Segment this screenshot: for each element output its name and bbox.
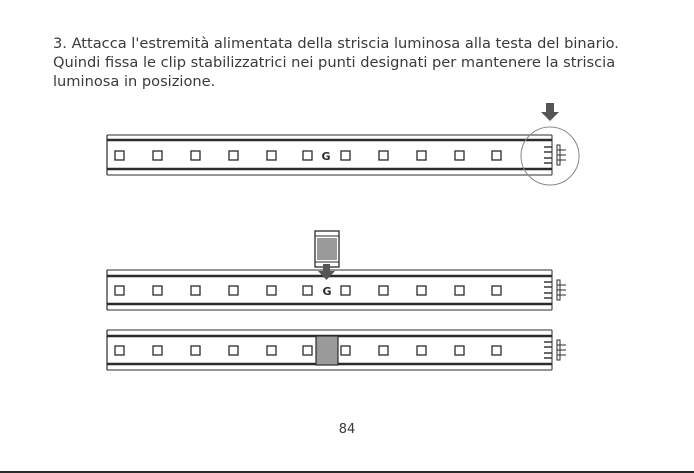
track-strip-step-c	[107, 330, 566, 370]
led-chips	[115, 151, 501, 160]
track-strip-step-a: G	[107, 103, 579, 185]
brand-logo-mark: G	[321, 150, 330, 163]
connector-pins-icon	[544, 145, 566, 165]
detail-highlight-circle	[521, 127, 579, 185]
connector-pins-icon	[544, 280, 566, 300]
installed-clip	[316, 336, 338, 365]
stabilizer-clip-icon	[315, 231, 339, 267]
down-arrow-icon	[541, 103, 559, 121]
led-chips	[115, 286, 501, 295]
track-strip-step-b: G	[107, 231, 566, 310]
page-number: 84	[0, 422, 694, 437]
connector-pins-icon	[544, 340, 566, 360]
brand-logo-mark: G	[322, 285, 331, 298]
led-chips	[115, 346, 501, 355]
